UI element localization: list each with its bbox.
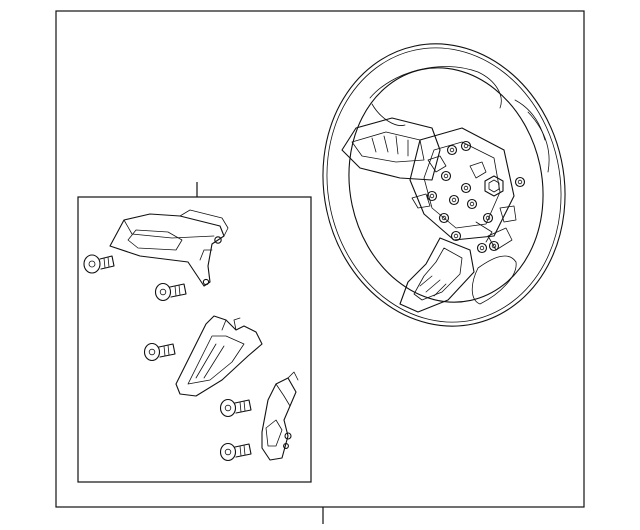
trim-cover-small-icon — [261, 371, 299, 461]
inset-frame — [77, 196, 312, 483]
trim-cover-left-icon — [109, 209, 229, 287]
trim-cover-lower-icon — [175, 315, 263, 397]
screw-icon — [83, 254, 115, 274]
steering-wheel-icon — [322, 43, 566, 327]
screw-icon — [154, 282, 187, 302]
screw-icon — [143, 342, 176, 362]
outer-frame — [55, 10, 585, 508]
screw-icon — [219, 442, 252, 462]
screw-icon — [219, 398, 252, 418]
